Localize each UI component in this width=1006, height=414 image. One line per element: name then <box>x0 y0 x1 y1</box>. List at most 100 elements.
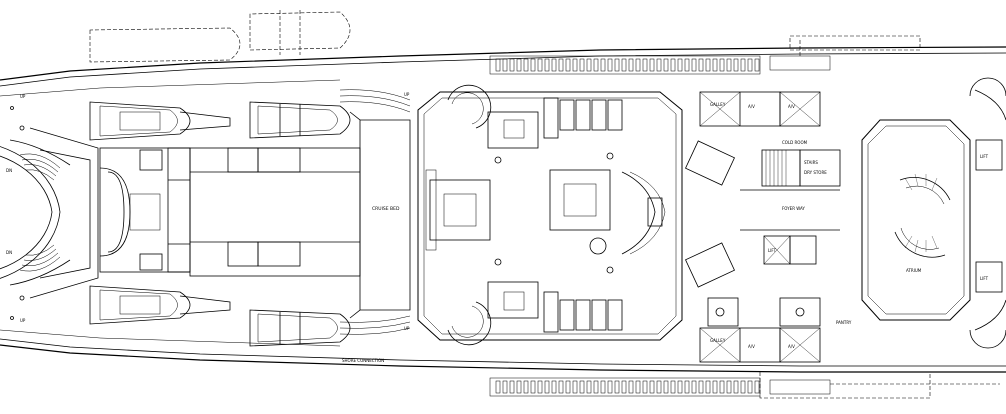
vent-slat <box>726 58 732 72</box>
bow-area <box>0 106 99 320</box>
vent-slat <box>621 58 627 72</box>
vent-slat <box>544 380 550 394</box>
label-av-4: A/V <box>788 344 795 349</box>
vent-slat <box>663 58 669 72</box>
vent-slat <box>684 58 690 72</box>
vent-slat <box>572 58 578 72</box>
tender-boat-top-left <box>89 101 231 141</box>
vent-slat <box>754 380 760 394</box>
vent-slat <box>600 380 606 394</box>
vent-slat <box>712 58 718 72</box>
vent-slat <box>544 58 550 72</box>
vent-slat <box>607 58 613 72</box>
vent-slat <box>530 58 536 72</box>
vent-slat <box>698 380 704 394</box>
vent-slat <box>719 380 725 394</box>
vent-slat <box>586 58 592 72</box>
vent-slat <box>523 380 529 394</box>
bow-cabin <box>99 147 191 273</box>
vent-slat <box>656 380 662 394</box>
vent-slat <box>642 380 648 394</box>
vent-slat <box>495 380 501 394</box>
label-stairs: STAIRS <box>804 160 818 165</box>
vent-slat <box>740 58 746 72</box>
vent-slat <box>691 58 697 72</box>
vent-slat <box>649 380 655 394</box>
vent-slat <box>621 380 627 394</box>
service-area <box>685 91 841 363</box>
label-av-1: A/V <box>748 104 755 109</box>
vent-slat <box>642 58 648 72</box>
label-shore-connection: SHORE CONNECTION <box>342 358 384 363</box>
vent-slat <box>530 380 536 394</box>
vent-slat <box>691 380 697 394</box>
vent-slat <box>509 380 515 394</box>
vent-slat <box>537 380 543 394</box>
garage-area <box>189 89 411 335</box>
vent-slat <box>614 380 620 394</box>
label-up-2: UP <box>20 318 26 323</box>
vent-slat <box>705 58 711 72</box>
vent-slat <box>719 58 725 72</box>
vent-slat <box>586 380 592 394</box>
vent-slat <box>747 58 753 72</box>
vent-slat <box>740 380 746 394</box>
vent-slat <box>516 380 522 394</box>
atrium <box>861 77 1006 349</box>
label-lift-1: LIFT <box>768 248 777 253</box>
vent-slat <box>726 380 732 394</box>
vent-slat <box>649 58 655 72</box>
vent-slat <box>572 380 578 394</box>
label-dry-store: DRY STORE <box>804 170 827 175</box>
vent-slat <box>747 380 753 394</box>
label-cruise-bed: CRUISE BED <box>372 206 400 212</box>
vent-slat <box>537 58 543 72</box>
vent-slat <box>754 58 760 72</box>
label-atrium: ATRIUM <box>906 268 922 273</box>
vent-slat <box>551 58 557 72</box>
label-dn-2: DN <box>6 250 12 255</box>
vent-slat <box>628 380 634 394</box>
hull-outline <box>0 46 1006 373</box>
vent-slat <box>593 380 599 394</box>
vent-slat <box>558 380 564 394</box>
vent-slat <box>558 58 564 72</box>
label-pantry: PANTRY <box>836 320 852 325</box>
label-up-4: UP <box>404 326 410 331</box>
tender-boat-bottom-right <box>249 309 351 347</box>
vent-slat <box>551 380 557 394</box>
vent-slat <box>579 58 585 72</box>
label-dn-1: DN <box>6 168 12 173</box>
vent-slat <box>607 380 613 394</box>
vent-slat <box>635 58 641 72</box>
label-av-2: A/V <box>788 104 795 109</box>
label-lift-3: LIFT <box>980 276 989 281</box>
vent-slat <box>677 380 683 394</box>
vent-slat <box>523 58 529 72</box>
vent-slat <box>684 380 690 394</box>
vent-slat <box>635 380 641 394</box>
vent-slat <box>670 58 676 72</box>
plan-labels: CRUISE BED UP UP UP UP DN DN GALLEY GALL… <box>6 92 989 363</box>
label-galley-1: GALLEY <box>710 102 726 107</box>
vent-slat <box>670 380 676 394</box>
label-galley-2: GALLEY <box>710 338 726 343</box>
vent-slat <box>565 58 571 72</box>
tender-boat-top-right <box>249 101 351 139</box>
side-vents <box>489 55 831 397</box>
vent-slat <box>698 58 704 72</box>
vent-slat <box>593 58 599 72</box>
vent-slat <box>733 380 739 394</box>
vent-slat <box>579 380 585 394</box>
vent-slat <box>614 58 620 72</box>
vent-slat <box>509 58 515 72</box>
label-av-3: A/V <box>748 344 755 349</box>
label-up-1: UP <box>20 94 26 99</box>
vent-slat <box>656 58 662 72</box>
vent-slat <box>600 58 606 72</box>
tender-outline-top <box>89 10 921 63</box>
label-coldroom: COLD ROOM <box>782 140 808 145</box>
vent-slat <box>663 380 669 394</box>
main-salon <box>417 84 683 346</box>
